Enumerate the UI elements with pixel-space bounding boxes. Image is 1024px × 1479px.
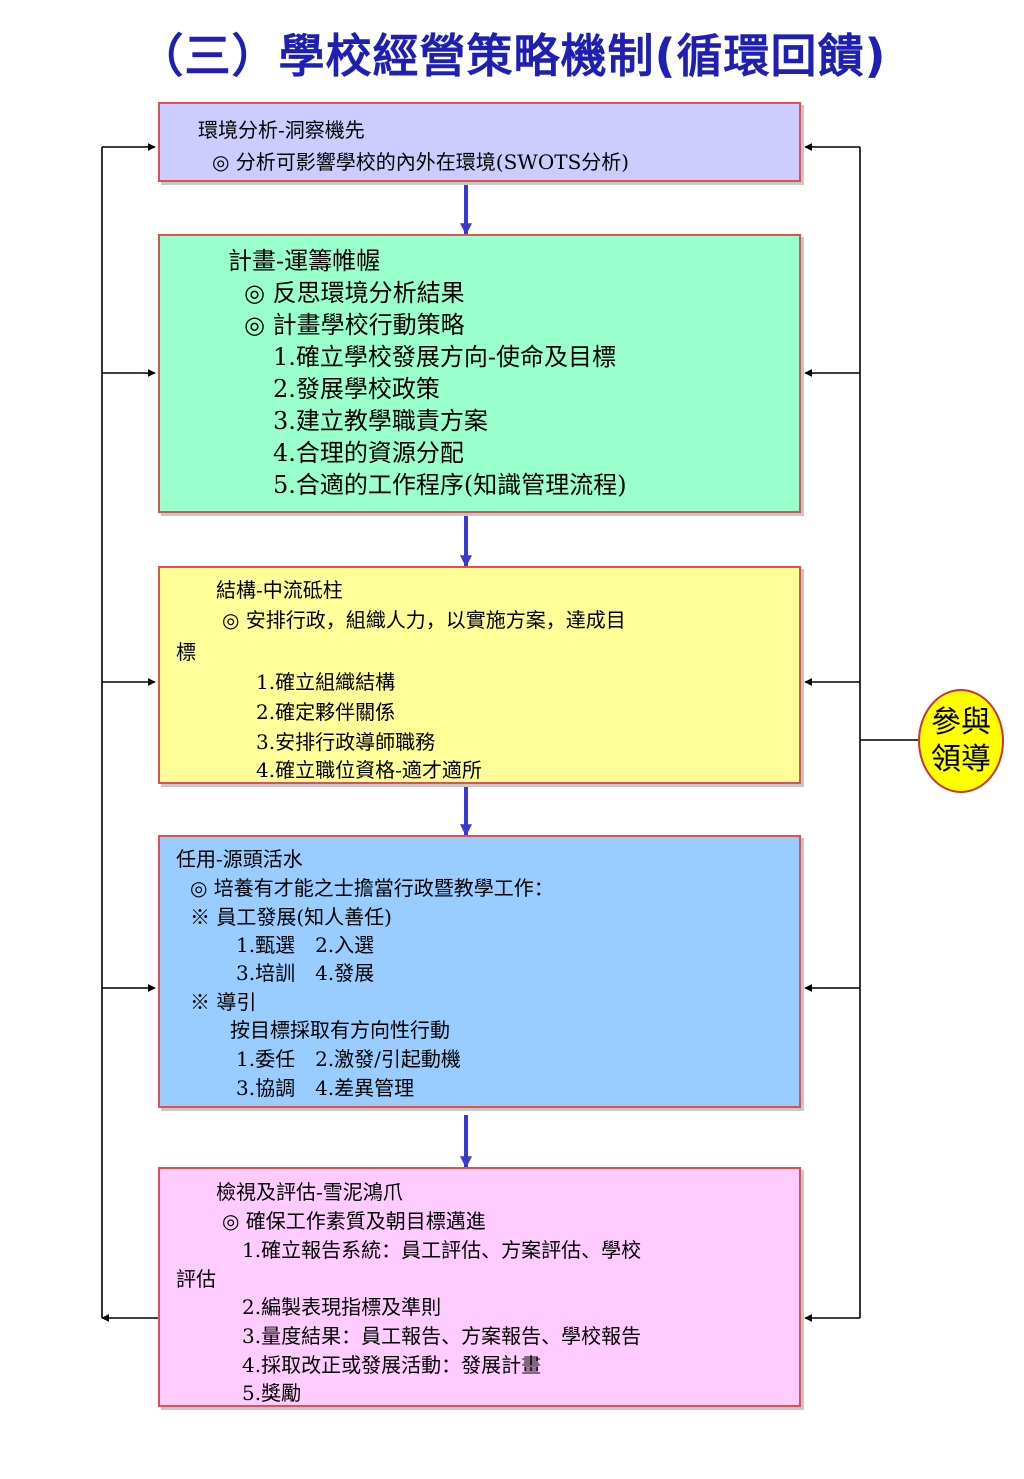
structure-heading: 結構-中流砥柱: [216, 578, 343, 602]
box-planning: 計畫-運籌帷幄 ◎ 反思環境分析結果 ◎ 計畫學校行動策略 1.確立學校發展方向…: [158, 234, 801, 513]
planning-step: 5.合適的工作程序(知識管理流程): [273, 471, 627, 499]
staffing-item: ◎ 培養有才能之士擔當行政暨教學工作：: [190, 876, 554, 900]
planning-step: 1.確立學校發展方向-使命及目標: [273, 343, 617, 371]
review-step: 5.獎勵: [242, 1381, 302, 1405]
review-step-wrap: 評估: [176, 1267, 216, 1291]
staffing-item: ※ 員工發展(知人善任): [190, 905, 392, 929]
structure-item: ◎ 安排行政，組織人力，以實施方案，達成目: [222, 608, 626, 632]
planning-heading: 計畫-運籌帷幄: [228, 247, 381, 275]
structure-step: 3.安排行政導師職務: [256, 730, 436, 754]
structure-step: 1.確立組織結構: [256, 670, 396, 694]
staffing-step: 1.委任 2.激發/引起動機: [236, 1047, 461, 1071]
page-title: （三）學校經營策略機制(循環回饋): [137, 29, 887, 83]
planning-step: 3.建立教學職責方案: [273, 407, 488, 435]
box-environment-analysis: 環境分析-洞察機先 ◎ 分析可影響學校的內外在環境(SWOTS分析): [158, 102, 801, 182]
staffing-subheading: 按目標採取有方向性行動: [230, 1018, 450, 1042]
badge-line-1: 參與: [931, 704, 991, 740]
planning-item: ◎ 反思環境分析結果: [244, 279, 465, 307]
staffing-step: 3.培訓 4.發展: [236, 961, 375, 985]
structure-step: 4.確立職位資格-適才適所: [256, 758, 482, 782]
review-heading: 檢視及評估-雪泥鴻爪: [216, 1180, 403, 1204]
planning-step: 2.發展學校政策: [273, 375, 440, 403]
structure-item-wrap: 標: [176, 640, 196, 664]
box-staffing: 任用-源頭活水 ◎ 培養有才能之士擔當行政暨教學工作： ※ 員工發展(知人善任)…: [158, 835, 801, 1108]
staffing-step: 3.協調 4.差異管理: [236, 1076, 415, 1100]
review-step: 1.確立報告系統：員工評估、方案評估、學校: [242, 1238, 642, 1262]
staffing-item: ※ 導引: [190, 990, 257, 1014]
box-structure: 結構-中流砥柱 ◎ 安排行政，組織人力，以實施方案，達成目 標 1.確立組織結構…: [158, 566, 801, 784]
badge-line-2: 領導: [931, 742, 991, 777]
staffing-step: 1.甄選 2.入選: [236, 933, 375, 957]
environment-heading: 環境分析-洞察機先: [198, 118, 365, 142]
planning-step: 4.合理的資源分配: [273, 439, 464, 467]
review-step: 4.採取改正或發展活動：發展計畫: [242, 1353, 542, 1377]
review-step: 3.量度結果：員工報告、方案報告、學校報告: [242, 1324, 642, 1348]
planning-item: ◎ 計畫學校行動策略: [244, 311, 465, 339]
environment-item: ◎ 分析可影響學校的內外在環境(SWOTS分析): [212, 150, 630, 174]
participation-leadership-badge: 參與 領導: [918, 689, 1004, 793]
review-item: ◎ 確保工作素質及朝目標邁進: [222, 1209, 486, 1233]
review-step: 2.編製表現指標及準則: [242, 1295, 442, 1319]
staffing-heading: 任用-源頭活水: [176, 847, 303, 871]
structure-step: 2.確定夥伴關係: [256, 700, 396, 724]
box-review-evaluation: 檢視及評估-雪泥鴻爪 ◎ 確保工作素質及朝目標邁進 1.確立報告系統：員工評估、…: [158, 1167, 801, 1407]
